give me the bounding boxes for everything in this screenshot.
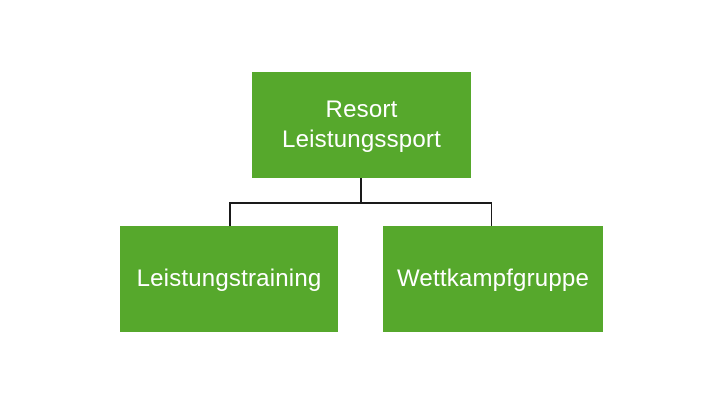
connector-horizontal-bar <box>229 202 492 204</box>
connector-drop-right <box>490 202 492 226</box>
org-node-child-left: Leistungstraining <box>120 226 338 332</box>
org-node-root: Resort Leistungssport <box>252 72 471 178</box>
org-node-child-right: Wettkampfgruppe <box>383 226 603 332</box>
connector-drop-left <box>229 202 231 226</box>
connector-root-stem <box>360 178 362 202</box>
